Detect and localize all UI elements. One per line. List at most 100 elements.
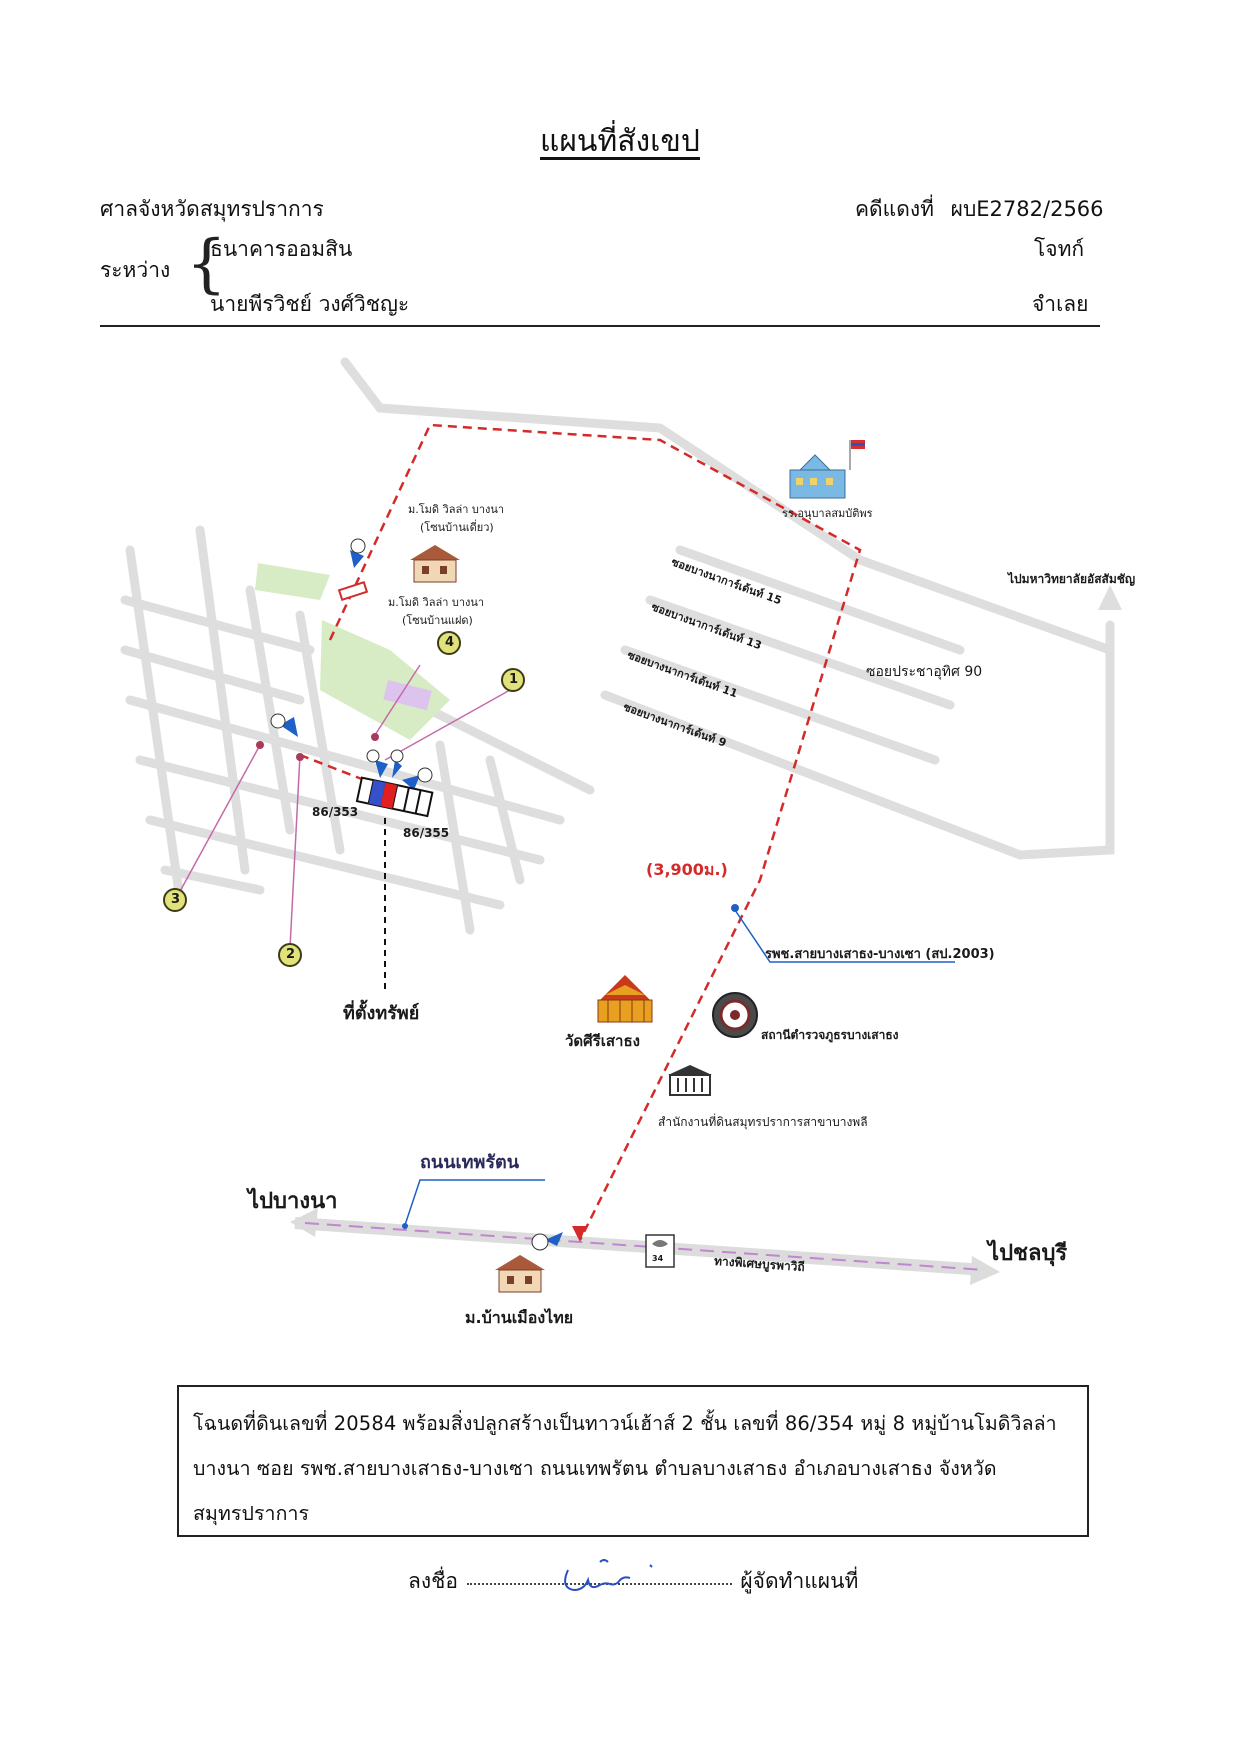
arrow-to-university — [1098, 585, 1122, 610]
case-number: ผบE2782/2566 — [950, 197, 1104, 221]
hospital-road-leader — [734, 909, 955, 963]
to-bangna-label: ไปบางนา — [248, 1189, 338, 1214]
arrow-to-bangna — [290, 1208, 318, 1237]
to-university-label: ไปมหาวิทยาลัยอัสสัมชัญ — [1008, 572, 1136, 586]
signature-line: ลงชื่อ ผู้จัดทำแผนที่ — [408, 1565, 968, 1598]
marker-2: 2 — [286, 947, 296, 962]
callout-dot-2 — [296, 753, 304, 761]
land-office-icon — [668, 1065, 712, 1096]
route-dashed — [328, 423, 862, 1241]
pin-head-c — [366, 749, 380, 763]
court-name: ศาลจังหวัดสมุทรปราการ — [100, 197, 324, 221]
marker-1-circle — [501, 668, 525, 692]
highway-dash — [304, 1222, 986, 1271]
marker-4: 4 — [445, 635, 455, 650]
road-north — [340, 357, 1115, 655]
soi-road-13 — [645, 595, 955, 710]
route-number: 34 — [652, 1254, 664, 1263]
green-area-north — [255, 563, 330, 600]
marker-1: 1 — [509, 672, 519, 687]
route-arrowhead — [572, 1226, 586, 1242]
signature-dots — [466, 1583, 732, 1585]
village-1-sub: (โซนบ้านเดี่ยว) — [420, 521, 494, 534]
hospital-road-label: รพช.สายบางเสาธง-บางเซา (สป.2003) — [765, 947, 995, 962]
pin-f — [545, 1232, 563, 1246]
pin-d — [392, 760, 402, 778]
road-grid-h4 — [135, 755, 545, 865]
road-grid-v1 — [125, 545, 185, 905]
plot-right-label: 86/355 — [403, 826, 450, 840]
road-network — [120, 357, 1115, 935]
between-label: ระหว่าง — [100, 258, 171, 282]
land-office-label: สำนักงานที่ดินสมุทรปราการสาขาบางพลี — [658, 1115, 868, 1129]
village-3-label: ม.บ้านเมืองไทย — [465, 1308, 574, 1327]
road-grid-v6 — [485, 755, 525, 885]
description-line-2: บางนา ซอย รพช.สายบางเสาธง-บางเซา ถนนเทพร… — [193, 1457, 997, 1480]
police-label: สถานีตำรวจภูธรบางเสาธง — [761, 1028, 899, 1042]
marker-3-circle — [163, 888, 187, 912]
brace-glyph: { — [186, 227, 227, 301]
house-icon-village — [410, 545, 460, 583]
green-area-south — [320, 620, 450, 740]
soi-road-11 — [620, 645, 940, 765]
callout-4 — [374, 664, 421, 736]
temple-icon — [597, 975, 653, 1023]
property-label: ที่ตั้งทรัพย์ — [343, 1003, 420, 1024]
page-title: แผนที่สังเขป — [540, 124, 700, 159]
case-label: คดีแดงที่ ผบE2782/2566 — [855, 193, 1104, 226]
highway-thepharak — [290, 1208, 1000, 1285]
defendant-name: นายพีรวิชย์ วงศ์วิชญะ — [210, 292, 410, 316]
photo-pins — [280, 550, 563, 1246]
road-grid-h6 — [160, 865, 265, 895]
pin-a — [350, 550, 364, 568]
callout-3 — [177, 744, 261, 896]
road-grid-h3 — [125, 695, 565, 825]
school-label: รร.อนุบาลสมบัติพร — [782, 507, 873, 520]
pin-head-f — [531, 1233, 549, 1251]
village-1-label: ม.โมดิ วิลล่า บางนา — [408, 503, 505, 516]
soi-prachauthit-label: ซอยประชาอุทิศ 90 — [866, 664, 983, 680]
property-target-unit — [380, 782, 398, 809]
property-block — [355, 776, 434, 818]
police-icon — [712, 992, 758, 1038]
marker-circles — [163, 631, 525, 967]
signature-role: ผู้จัดทำแผนที่ — [740, 1569, 859, 1593]
pin-heads — [270, 538, 549, 1251]
gate-marker — [337, 580, 369, 602]
road-grid-v3 — [245, 585, 295, 835]
marker-2-circle — [278, 943, 302, 967]
marker-3: 3 — [171, 892, 181, 907]
plaintiff-name: ธนาคารออมสิน — [210, 237, 353, 261]
pin-head-e — [417, 767, 433, 783]
village-2-sub: (โซนบ้านแฝด) — [402, 614, 473, 627]
thepharak-leader — [404, 1179, 545, 1226]
marker-4-circle — [437, 631, 461, 655]
temple-label: วัดศีรีเสาธง — [565, 1032, 640, 1050]
pin-b — [280, 717, 298, 737]
purple-block — [383, 679, 432, 711]
house-icon-muangthai — [495, 1255, 545, 1293]
to-chonburi-label: ไปชลบุรี — [988, 1241, 1068, 1266]
description-line-1: โฉนดที่ดินเลขที่ 20584 พร้อมสิ่งปลูกสร้า… — [193, 1412, 1057, 1435]
soi-road-9 — [600, 620, 1115, 860]
plaintiff-role: โจทก์ — [1034, 237, 1085, 261]
defendant-role: จำเลย — [1032, 292, 1089, 316]
road-thepharak-label: ถนนเทพรัตน — [420, 1152, 520, 1173]
arrow-to-chonburi — [970, 1256, 1000, 1285]
road-grid-h1 — [120, 595, 315, 655]
case-label-text: คดีแดงที่ — [855, 197, 934, 221]
plot-left-label: 86/353 — [312, 805, 359, 819]
callout-lines — [177, 664, 511, 949]
pin-c — [375, 760, 388, 778]
route-34-shield — [645, 1234, 675, 1268]
pin-head-d — [390, 749, 404, 763]
callout-2 — [289, 754, 301, 949]
property-description-box: โฉนดที่ดินเลขที่ 20584 พร้อมสิ่งปลูกสร้า… — [177, 1385, 1089, 1537]
pin-head-a — [350, 538, 366, 554]
callout-dot-4 — [371, 733, 379, 741]
pin-head-b — [270, 713, 286, 729]
property-neighbor-unit — [368, 780, 386, 807]
description-line-3: สมุทรปราการ — [193, 1502, 310, 1525]
callout-1 — [384, 689, 511, 761]
signature-label: ลงชื่อ — [408, 1569, 458, 1593]
